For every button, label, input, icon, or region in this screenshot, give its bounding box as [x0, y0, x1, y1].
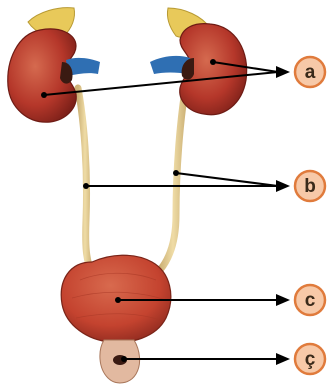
label-c-cedilla: ç	[295, 344, 325, 374]
leader-arrowheads	[276, 66, 290, 365]
label-a-text: a	[305, 62, 316, 83]
label-c-cedilla-text: ç	[305, 349, 316, 370]
left-ureter	[78, 88, 92, 272]
label-b: b	[295, 171, 325, 201]
label-c: c	[295, 285, 325, 315]
leader-line-b-right	[176, 173, 278, 186]
label-b-text: b	[304, 176, 316, 197]
label-a: a	[295, 57, 325, 87]
right-ureter	[160, 84, 186, 270]
label-c-text: c	[305, 290, 316, 311]
